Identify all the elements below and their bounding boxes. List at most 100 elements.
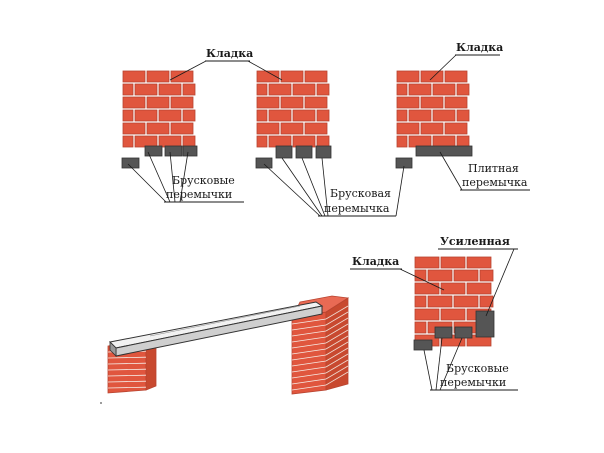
- lintel-bar: [182, 145, 198, 157]
- leader-bruskovye-1a: [127, 163, 167, 203]
- label-bruskovaya-line2: перемычка: [324, 202, 390, 215]
- brick: [256, 70, 280, 83]
- left-pier: [107, 333, 157, 394]
- mortar-line: [291, 330, 327, 337]
- brick: [256, 96, 280, 109]
- brick: [134, 83, 158, 96]
- brick: [420, 96, 444, 109]
- brick: [440, 256, 466, 269]
- mortar-line: [107, 380, 147, 383]
- leader-kladka-2: [429, 54, 457, 81]
- mortar-line: [291, 384, 327, 391]
- mortar-line: [291, 336, 327, 343]
- slab-lintel-3: [395, 145, 473, 169]
- brick: [134, 109, 158, 122]
- mortar-line: [325, 317, 349, 332]
- mortar-line: [325, 371, 349, 386]
- leader-bruskovye-2b: [435, 337, 443, 391]
- brick: [134, 135, 158, 148]
- mortar-line: [291, 372, 327, 379]
- mortar-line: [291, 378, 327, 385]
- leader-bruskovaya-d: [321, 157, 329, 217]
- brick: [170, 70, 194, 83]
- brick: [304, 122, 328, 135]
- brick: [456, 109, 470, 122]
- brick: [420, 70, 444, 83]
- brick: [396, 96, 420, 109]
- brick: [427, 295, 453, 308]
- brick: [432, 109, 456, 122]
- brick: [268, 135, 292, 148]
- brick: [432, 83, 456, 96]
- label-usilennaya: Усиленная: [440, 235, 510, 248]
- brick: [396, 122, 420, 135]
- right-pier-mortar: [291, 305, 349, 391]
- leader-kladka-3: [399, 268, 445, 291]
- label-bruskovye-2-line1: Брусковые: [446, 362, 509, 375]
- brick: [146, 96, 170, 109]
- brick: [420, 122, 444, 135]
- brick: [444, 122, 468, 135]
- brick: [444, 70, 468, 83]
- leader-bruskovye-2a: [423, 349, 433, 391]
- brick: [256, 122, 280, 135]
- brick: [440, 282, 466, 295]
- brick: [414, 282, 440, 295]
- brick: [414, 256, 440, 269]
- brick: [182, 135, 196, 148]
- brick: [268, 83, 292, 96]
- mortar-line: [325, 323, 349, 338]
- brick-wall-3: [396, 70, 470, 148]
- brick: [122, 122, 146, 135]
- brick: [396, 70, 420, 83]
- label-bruskovye-2-line2: перемычки: [440, 376, 506, 389]
- reinforced-lintels-4: [413, 310, 495, 351]
- brick: [440, 308, 466, 321]
- label-plitnaya-line2: перемычка: [462, 176, 528, 189]
- lintel-bar: [434, 326, 453, 339]
- brick: [304, 96, 328, 109]
- brick: [316, 135, 330, 148]
- brick: [122, 109, 134, 122]
- mortar-line: [107, 362, 147, 365]
- brick-wall-1: [122, 70, 196, 148]
- leader-bruskovaya-b: [281, 157, 323, 217]
- mortar-line: [107, 368, 147, 371]
- brick: [456, 135, 470, 148]
- leader-bruskovye-1c: [169, 151, 176, 203]
- brick: [456, 83, 470, 96]
- label-plitnaya-line1: Плитная: [468, 162, 519, 175]
- brick: [453, 269, 479, 282]
- leader-kladka-1b: [247, 60, 283, 81]
- mortar-line: [107, 386, 147, 389]
- brick: [479, 269, 494, 282]
- lintel-bar: [413, 339, 433, 351]
- mortar-line: [325, 359, 349, 374]
- mortar-line: [325, 341, 349, 356]
- brick: [146, 70, 170, 83]
- leader-bruskovaya-a: [263, 163, 321, 217]
- brick: [170, 96, 194, 109]
- mortar-line: [291, 342, 327, 349]
- leader-bruskovye-1b: [147, 151, 171, 203]
- brick: [280, 122, 304, 135]
- brick: [466, 256, 492, 269]
- brick: [408, 109, 432, 122]
- label-bruskovye-1-line2: перемычки: [166, 188, 232, 201]
- brick: [444, 96, 468, 109]
- lintel-bar: [295, 145, 313, 159]
- brick: [316, 109, 330, 122]
- mortar-line: [291, 360, 327, 367]
- brick: [432, 135, 456, 148]
- brick: [316, 83, 330, 96]
- bar-lintels-1: [121, 145, 198, 169]
- leader-bruskovye-1d: [179, 151, 189, 203]
- brick: [158, 135, 182, 148]
- perspective-lintel-drawing: [107, 295, 350, 395]
- brick: [182, 109, 196, 122]
- stray-dot: [100, 402, 102, 404]
- brick: [146, 122, 170, 135]
- lintel-bar: [164, 145, 183, 157]
- mortar-line: [107, 356, 147, 359]
- brick: [453, 295, 479, 308]
